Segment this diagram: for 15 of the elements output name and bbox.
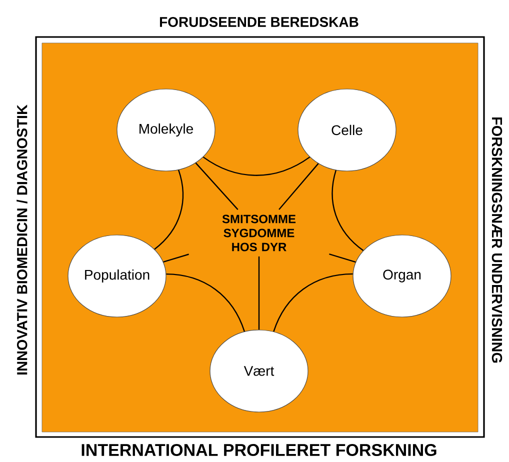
side-label: INNOVATIV BIOMEDICIN / DIAGNOSTIK — [16, 104, 28, 374]
spoke-line — [163, 254, 189, 263]
spoke-line — [258, 256, 260, 330]
ring-arc — [154, 170, 184, 250]
side-label: FORSKNINGSNÆR UNDERVISNING — [492, 117, 502, 363]
ring-arc — [166, 273, 246, 332]
side-label: INTERNATIONAL PROFILERET FORSKNING — [82, 444, 436, 456]
ring-arc — [332, 170, 364, 251]
spoke-line — [195, 162, 238, 210]
spoke-line — [329, 254, 356, 263]
ring-arc — [273, 273, 353, 332]
spoke-line — [278, 163, 319, 210]
ring-arc — [202, 156, 310, 176]
side-label: FORUDSEENDE BEREDSKAB — [160, 17, 358, 27]
center-text: SMITSOMME SYGDOMME HOS DYR — [222, 214, 296, 252]
